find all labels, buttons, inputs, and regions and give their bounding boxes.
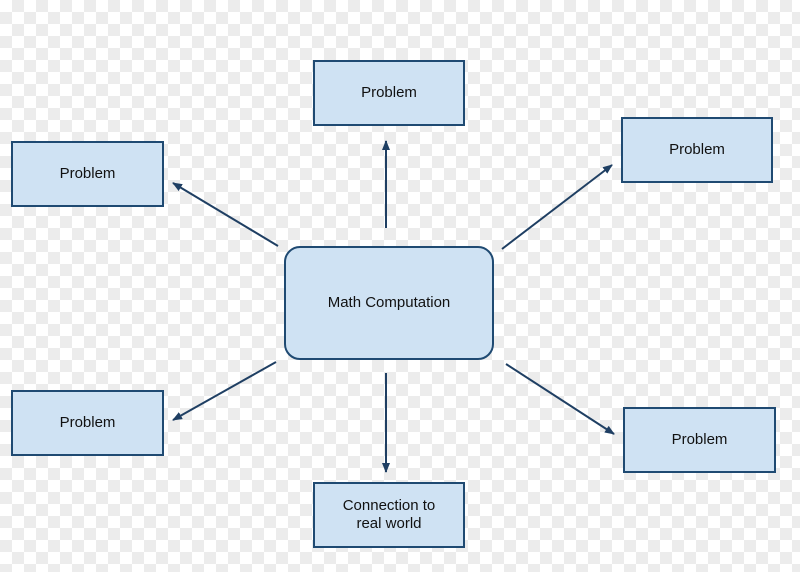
arrow-to-lower-left xyxy=(172,361,277,421)
problem-node-lower-right-label: Problem xyxy=(671,431,728,448)
problem-node-upper-right-label: Problem xyxy=(669,141,725,158)
problem-node-lower-left: Problem xyxy=(11,390,164,456)
problem-node-upper-left-label: Problem xyxy=(59,165,116,182)
problem-node-upper-left: Problem xyxy=(11,141,164,207)
problem-node-upper-right: Problem xyxy=(621,117,773,183)
problem-node-top-label: Problem xyxy=(361,84,417,101)
problem-node-lower-left-label: Problem xyxy=(59,414,116,431)
problem-node-top: Problem xyxy=(313,60,465,126)
math-computation-node: Math Computation xyxy=(284,246,494,360)
connection-node-bottom-label: Connection to real world xyxy=(342,497,436,532)
arrow-to-lower-right xyxy=(505,363,615,435)
arrow-to-upper-right xyxy=(501,164,613,250)
arrow-to-upper-left xyxy=(172,182,279,247)
problem-node-lower-right: Problem xyxy=(623,407,776,473)
connection-node-bottom: Connection to real world xyxy=(313,482,465,548)
math-computation-label: Math Computation xyxy=(327,294,451,311)
